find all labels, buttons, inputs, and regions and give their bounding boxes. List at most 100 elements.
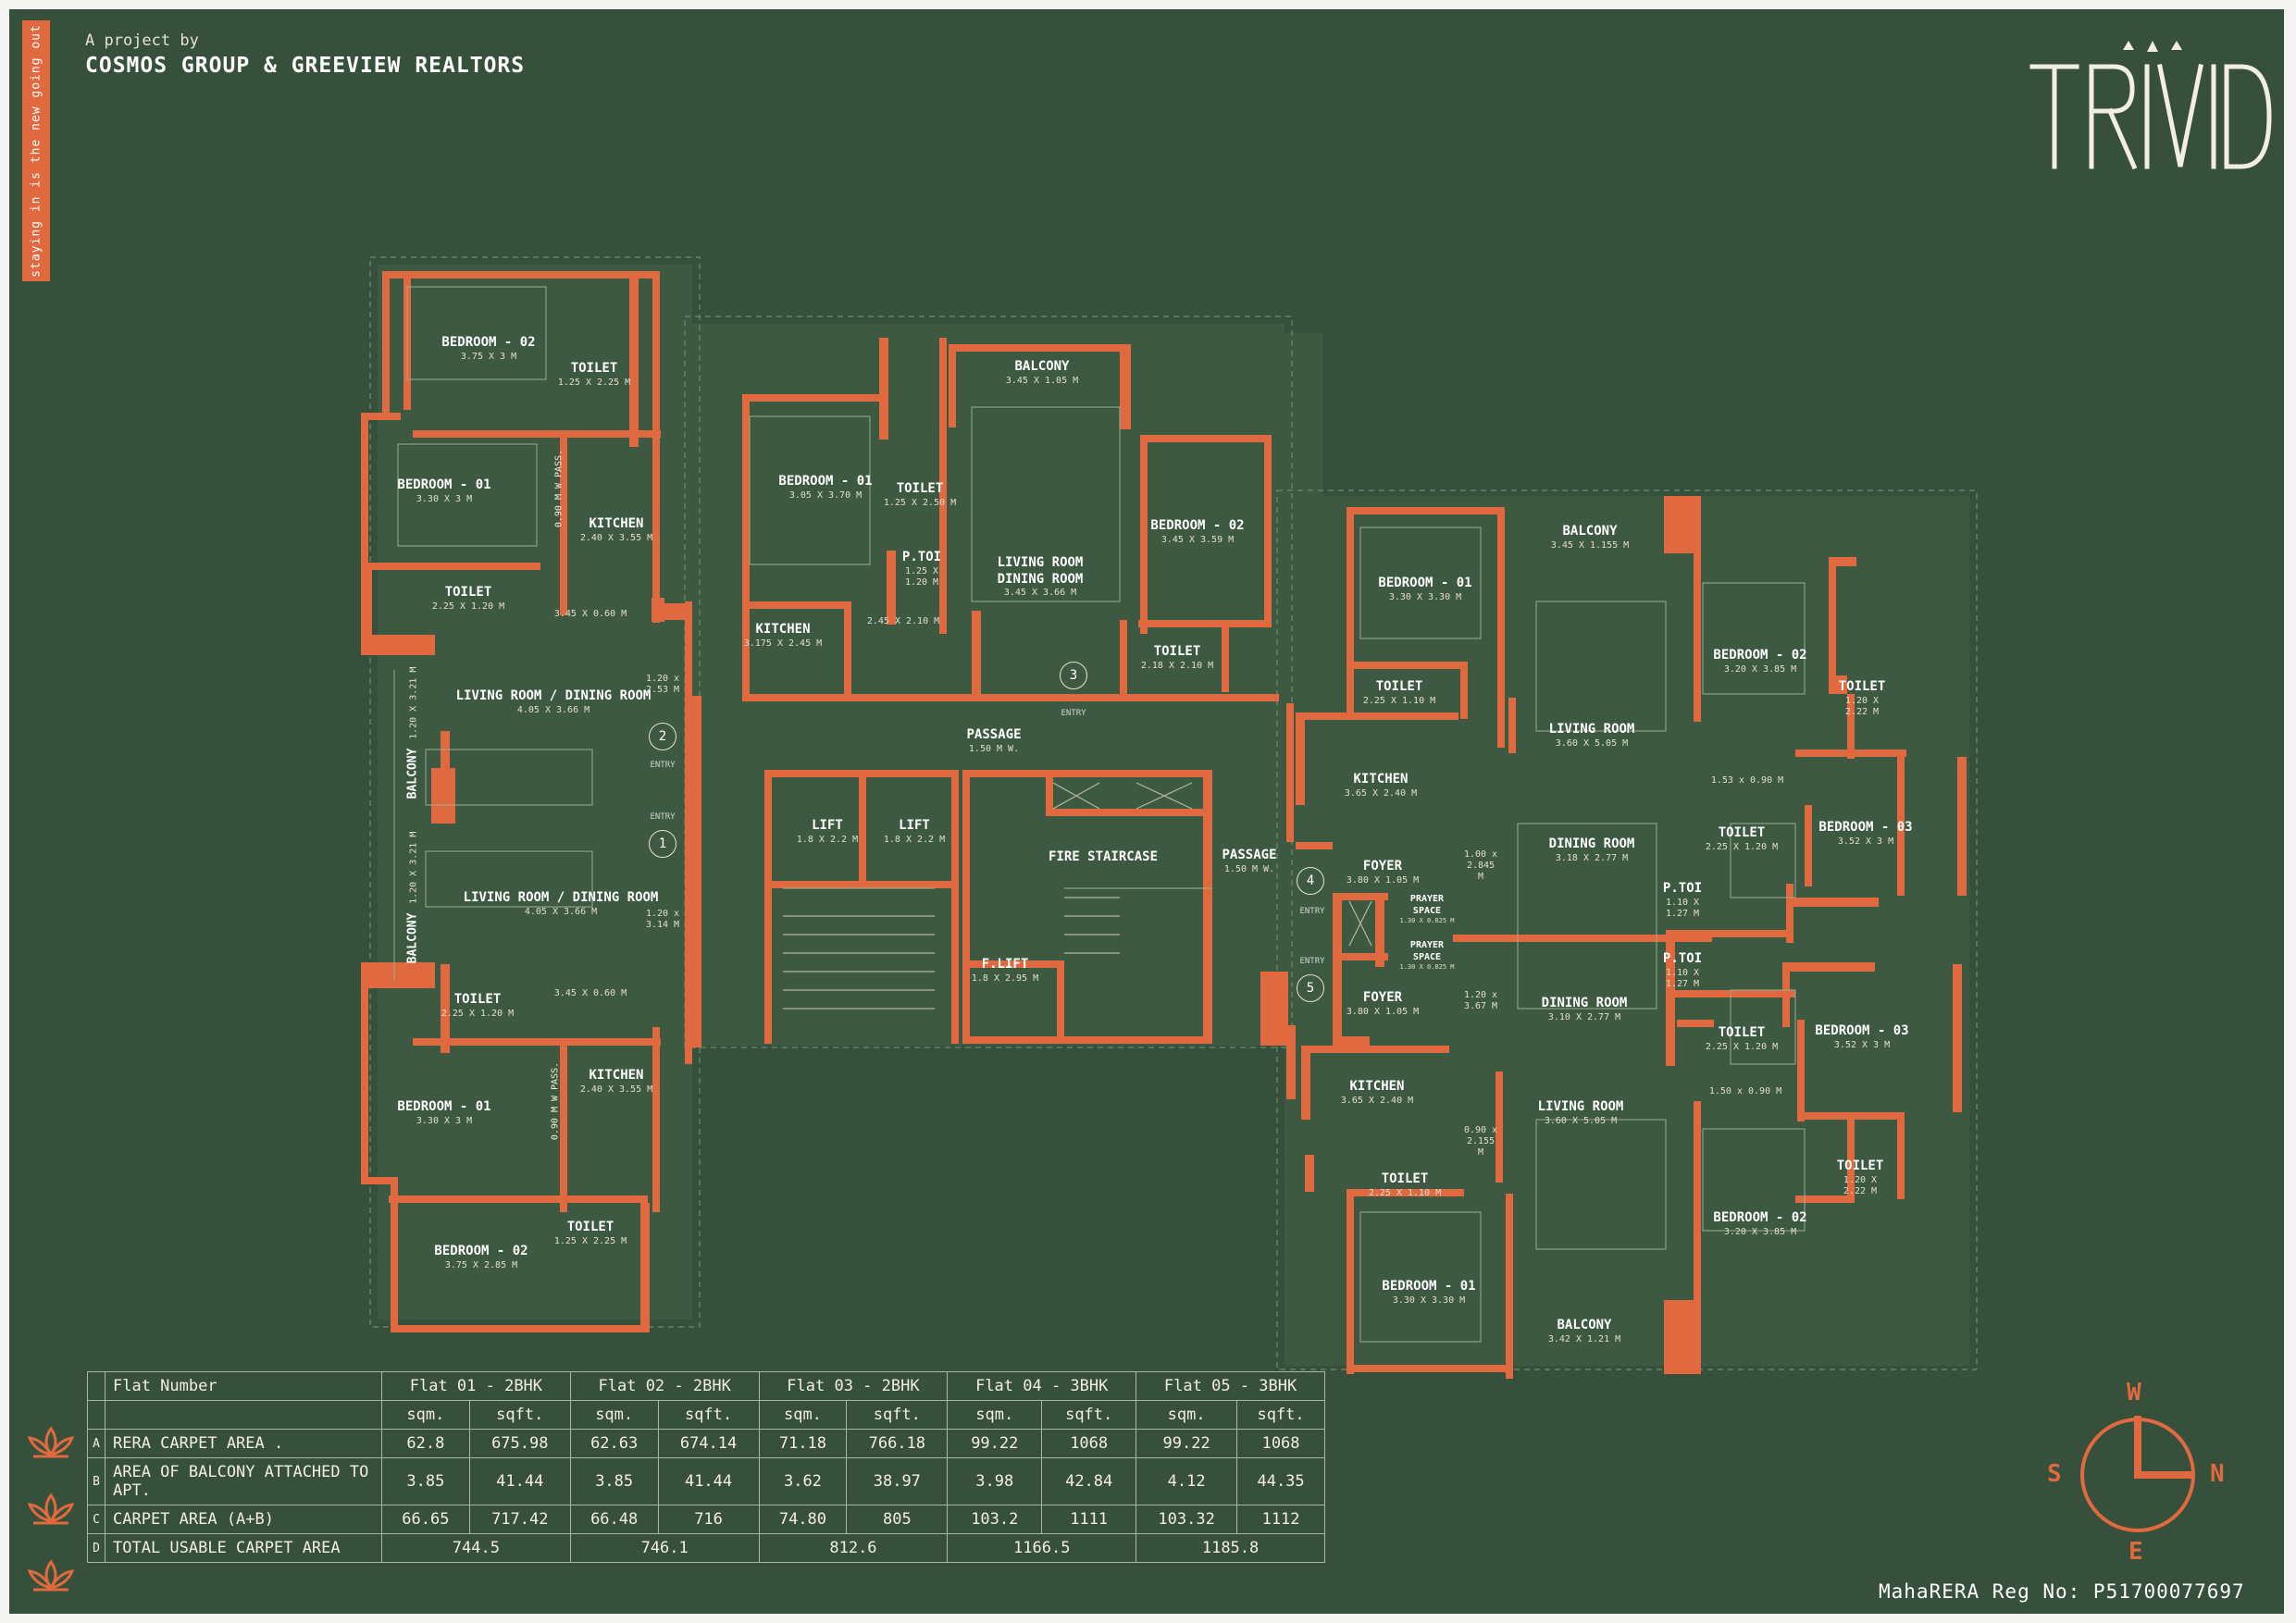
unit-sqm: sqm. [381, 1400, 470, 1430]
f4-dim-b: 1.53 x 0.90 M [1710, 775, 1784, 786]
developer-name: COSMOS GROUP & GREEVIEW REALTORS [85, 54, 526, 78]
table-cell: 1111 [1041, 1505, 1137, 1534]
table-header-flat-number: Flat Number [105, 1371, 382, 1401]
table-cell: 71.18 [758, 1429, 848, 1458]
flat-3-marker: 3 [1060, 662, 1087, 689]
table-cell: 805 [846, 1505, 949, 1534]
table-unit-row: sqm.sqft. sqm.sqft. sqm.sqft. sqm.sqft. … [87, 1400, 1325, 1430]
compass-n: N [2210, 1460, 2225, 1488]
table-cell [105, 1400, 382, 1430]
floor-plan-drawing [361, 256, 1978, 1379]
table-cell: 38.97 [846, 1457, 949, 1505]
unit-sqm: sqm. [758, 1400, 848, 1430]
flat-4-marker: 4 [1297, 867, 1324, 895]
side-tagline-tab: staying in is the new going out [22, 20, 50, 281]
table-cell: 1185.8 [1136, 1533, 1325, 1563]
lotus-icon [27, 1559, 75, 1592]
entry-label-4: ENTRY [1299, 907, 1325, 916]
compass-s: S [2047, 1460, 2062, 1488]
f1-dim-a: 3.45 X 0.60 M [553, 609, 627, 619]
unit-sqm: sqm. [1136, 1400, 1238, 1430]
unit-sqft: sqft. [1236, 1400, 1325, 1430]
room-f1-balcony: BALCONY 1.20 X 3.21 M [405, 666, 420, 799]
row-letter: B [87, 1457, 105, 1505]
entry-label-2: ENTRY [650, 761, 676, 770]
compass-e: E [2128, 1538, 2143, 1566]
table-header-flat-05: Flat 05 - 3BHK [1136, 1371, 1325, 1401]
table-cell: 41.44 [468, 1457, 571, 1505]
f4-dim-a: 1.00 x 2.845 M [1463, 849, 1498, 882]
row-label: CARPET AREA (A+B) [105, 1505, 382, 1534]
table-cell: 62.63 [569, 1429, 659, 1458]
table-cell [87, 1371, 105, 1401]
table-row: D TOTAL USABLE CARPET AREA 744.5 746.1 8… [87, 1533, 1325, 1563]
compass: W S N E [2027, 1379, 2249, 1573]
f5-dim-c: 0.90 x 2.155 M [1463, 1125, 1498, 1158]
table-cell: 3.85 [381, 1457, 470, 1505]
table-header-row: Flat Number Flat 01 - 2BHK Flat 02 - 2BH… [87, 1371, 1325, 1401]
entry-label-3: ENTRY [1061, 709, 1086, 718]
table-cell: 103.32 [1136, 1505, 1238, 1534]
table-cell: 3.98 [947, 1457, 1043, 1505]
table-cell: 1068 [1041, 1429, 1137, 1458]
f2-dim-b: 1.20 x 3.14 M [645, 909, 680, 930]
row-letter: D [87, 1533, 105, 1563]
table-cell: 62.8 [381, 1429, 470, 1458]
table-cell: 3.62 [758, 1457, 848, 1505]
unit-sqft: sqft. [846, 1400, 949, 1430]
unit-sqft: sqft. [657, 1400, 760, 1430]
table-cell: 675.98 [468, 1429, 571, 1458]
unit-sqm: sqm. [947, 1400, 1043, 1430]
row-letter: C [87, 1505, 105, 1534]
row-label: AREA OF BALCONY ATTACHED TO APT. [105, 1457, 382, 1505]
flat-1-marker: 2 [649, 723, 676, 750]
table-cell [87, 1400, 105, 1430]
unit-sqm: sqm. [569, 1400, 659, 1430]
maharera-registration: MahaRERA Reg No: P51700077697 [1879, 1580, 2245, 1603]
f1-passage-note: 0.90 M W PASS. [553, 449, 565, 528]
table-cell: 766.18 [846, 1429, 949, 1458]
f5-dim-a: 1.20 x 3.67 M [1463, 990, 1498, 1011]
table-cell: 74.80 [758, 1505, 848, 1534]
table-header-flat-01: Flat 01 - 2BHK [381, 1371, 571, 1401]
unit-sqft: sqft. [468, 1400, 571, 1430]
flat-2-marker: 1 [649, 830, 676, 858]
